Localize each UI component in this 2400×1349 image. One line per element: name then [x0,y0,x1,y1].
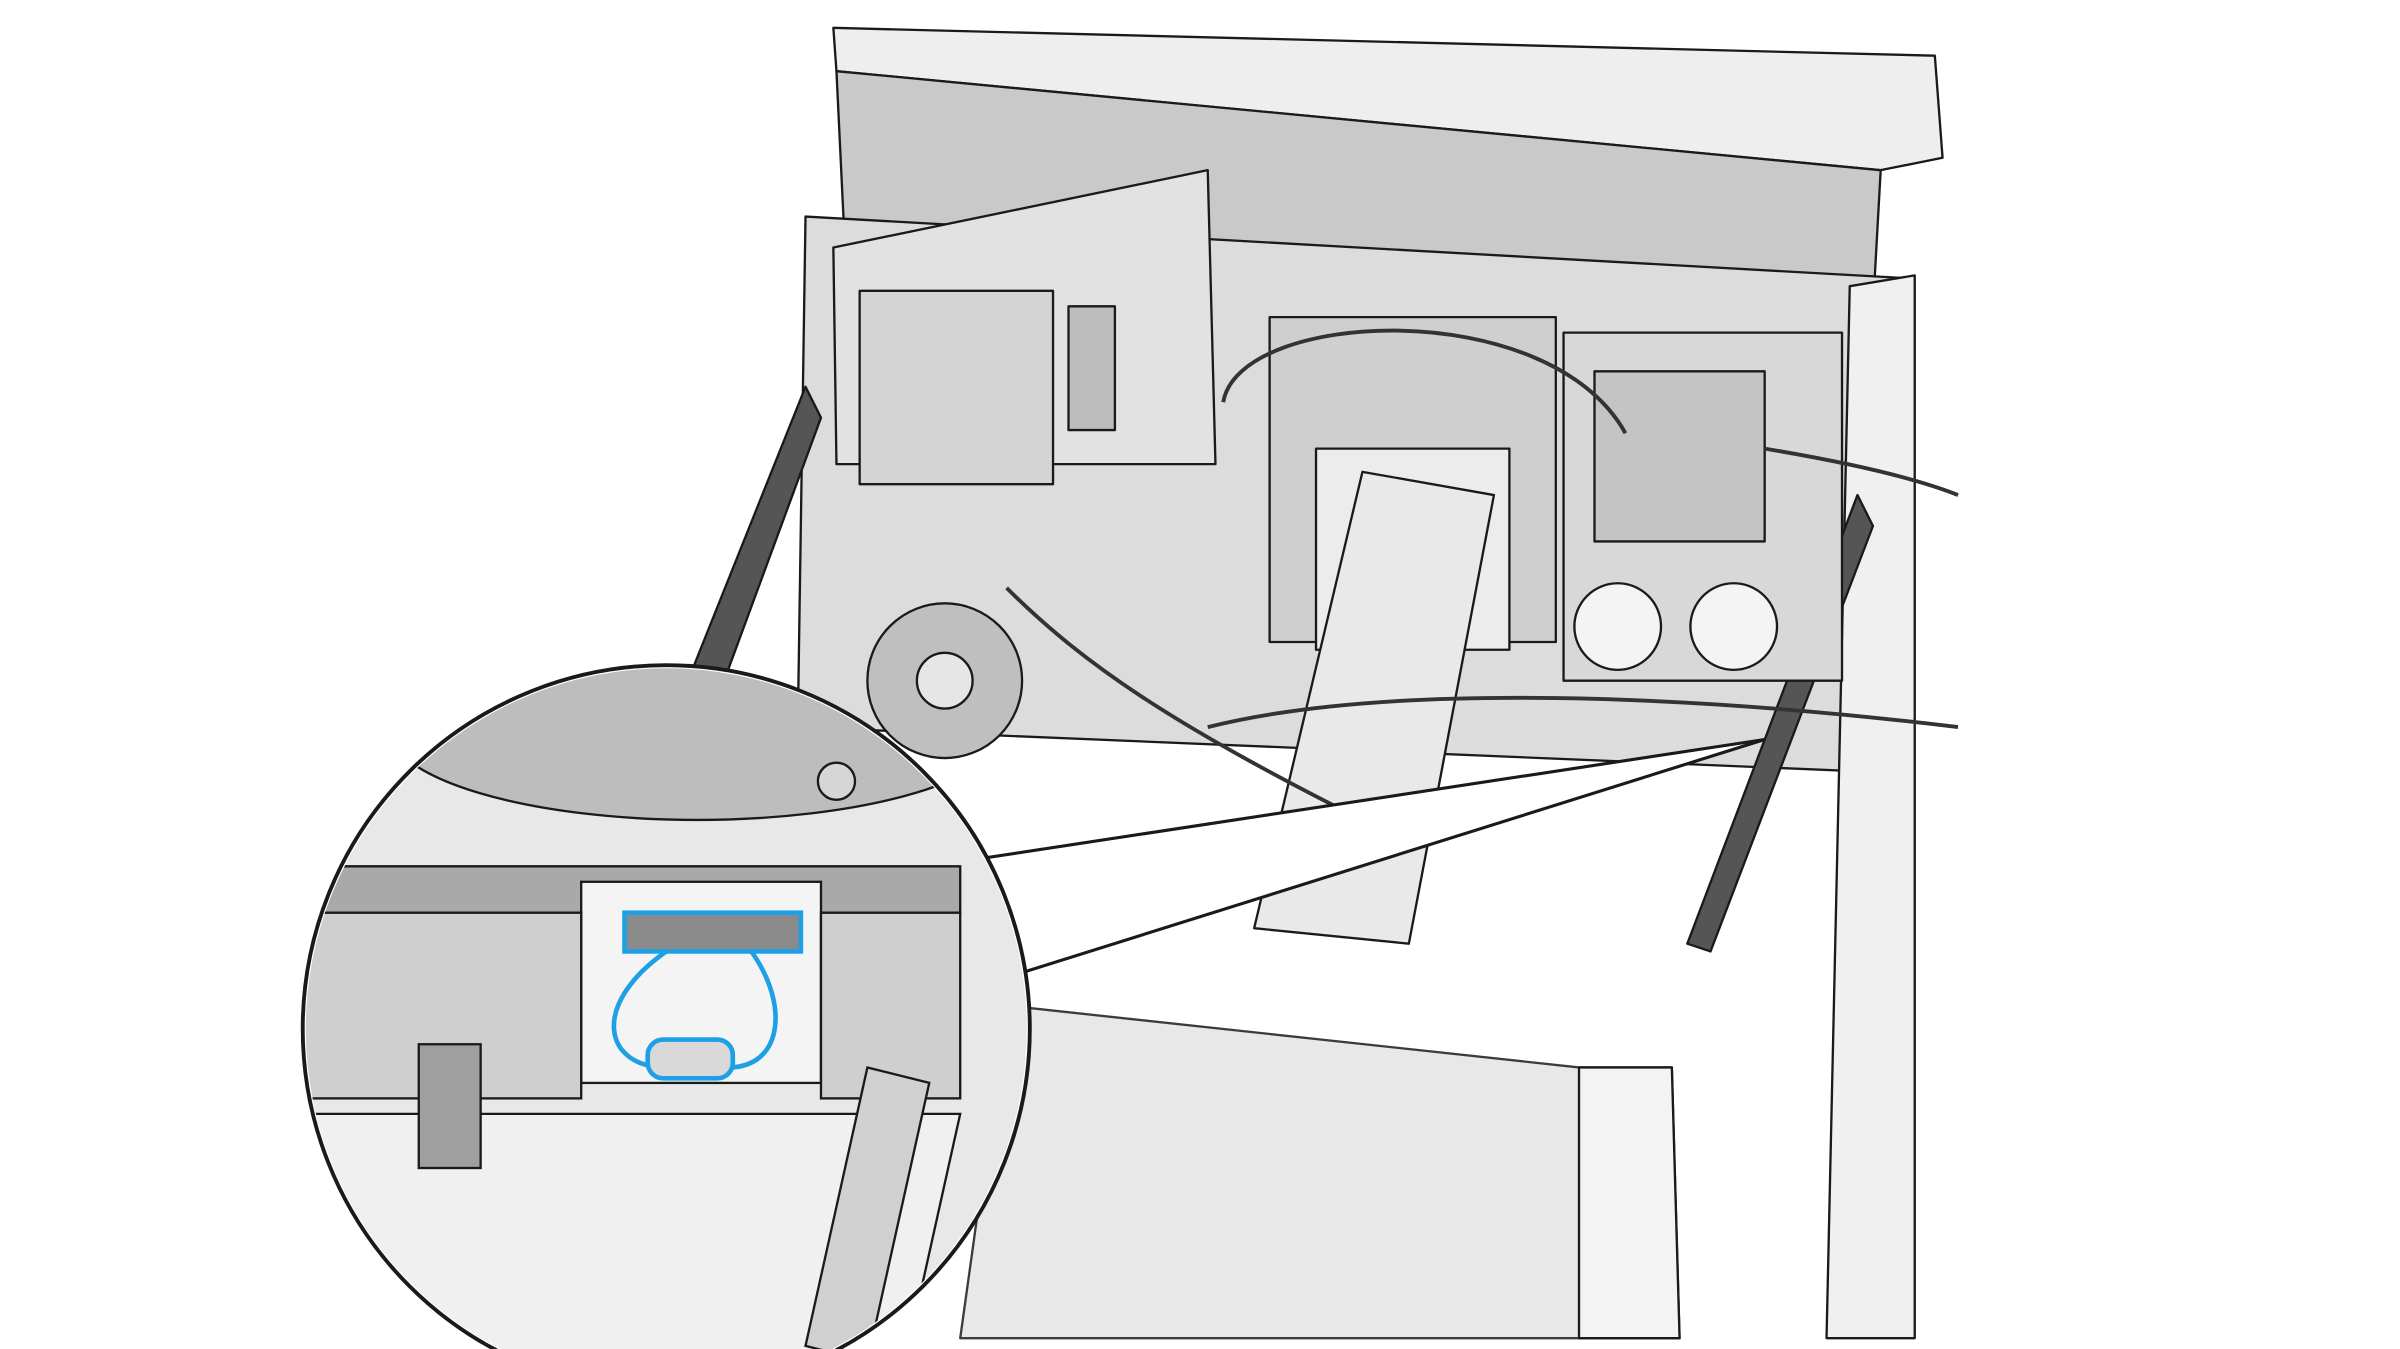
screw-icon [816,761,857,801]
top-lid [832,26,1944,172]
cable [1207,695,1959,730]
valve-manifold [1593,370,1766,543]
power-module-slot [1067,305,1117,432]
detail-bracket [804,1066,931,1349]
loop-sleeve [645,1037,736,1081]
valve-left [1573,582,1663,672]
cable [1764,446,1959,497]
valve-right [1689,582,1779,672]
highlighted-cable-loop [611,910,804,1081]
detail-clip [417,1043,482,1170]
cables [1005,328,1959,822]
front-cover-edge [1577,1066,1681,1340]
fan-hub [915,651,974,710]
front-cover [959,1004,1681,1340]
cable [1221,328,1628,435]
loop-connector [622,910,804,954]
detail-right-panel [819,911,962,1100]
power-module-face [858,289,1055,486]
cable [1005,586,1364,822]
instrument-housing [680,26,1944,1340]
